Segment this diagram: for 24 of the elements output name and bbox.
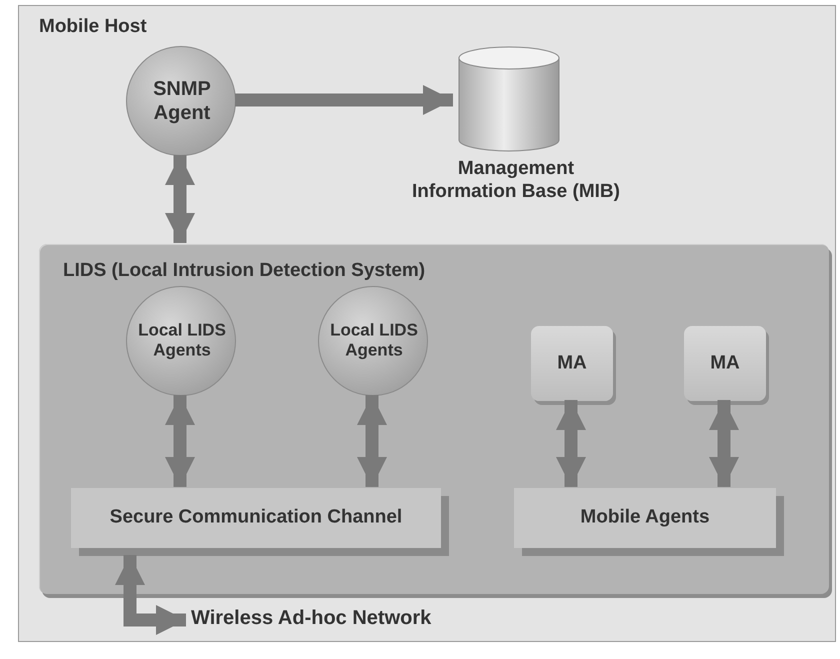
block-arrow bbox=[235, 85, 453, 115]
node-label: Local LIDS Agents bbox=[329, 320, 419, 362]
agent-box bbox=[531, 326, 613, 401]
node-label: Wireless Ad-hoc Network bbox=[191, 606, 432, 630]
node-label: SNMP Agent bbox=[152, 77, 212, 125]
channel-slab bbox=[71, 488, 441, 548]
node-label: MA bbox=[556, 352, 588, 375]
agent-box bbox=[684, 326, 766, 401]
node-label: Local LIDS Agents bbox=[137, 320, 227, 362]
frame-panel bbox=[18, 5, 836, 642]
channel-slab bbox=[514, 488, 776, 548]
block-arrow bbox=[556, 400, 586, 487]
panel-title: LIDS (Local Intrusion Detection System) bbox=[63, 260, 426, 283]
block-arrow bbox=[709, 400, 739, 487]
node-label: Management Information Base (MIB) bbox=[411, 158, 621, 204]
block-arrow bbox=[115, 555, 186, 635]
node-label: Mobile Agents bbox=[579, 506, 711, 530]
node-label: Secure Communication Channel bbox=[108, 506, 404, 530]
node-label: MA bbox=[709, 352, 741, 375]
block-arrow bbox=[165, 155, 195, 243]
subsystem-panel bbox=[39, 244, 829, 594]
block-arrow bbox=[165, 395, 195, 487]
block-arrow bbox=[357, 395, 387, 487]
panel-title: Mobile Host bbox=[39, 16, 148, 39]
